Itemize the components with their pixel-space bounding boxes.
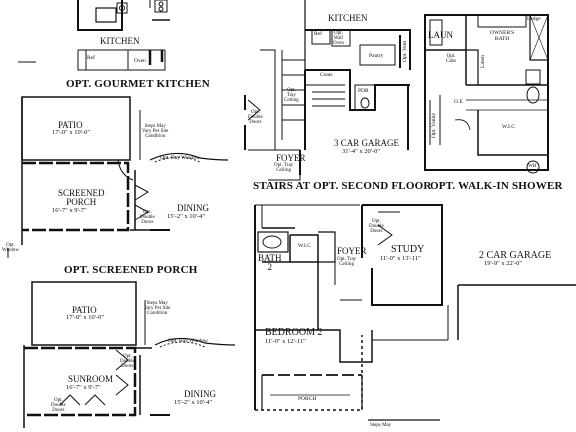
mp-study-label: STUDY [391, 244, 425, 255]
sp-porch-label: SCREENED PORCH [58, 188, 105, 207]
sp-dining-label: DINING [177, 203, 209, 213]
ws-vanity-label: Opt. Vanity [431, 112, 437, 138]
sr-double-doors-left: Opt. Double Doors [51, 398, 66, 413]
caption-screened-porch: OPT. SCREENED PORCH [64, 264, 198, 276]
sr-dining-dim: 15'-2" x 10'-4" [174, 399, 212, 406]
walk-in-shower-plan [424, 14, 549, 174]
sr-bay-window-label: Opt. Bay Window [168, 338, 208, 344]
ws-wic-label: W.I.C [502, 124, 515, 130]
sr-patio-label: PATIO [72, 305, 97, 315]
mp-foyer-tray-label: Opt. Tray Ceiling [337, 257, 357, 267]
ws-cabs-label: Opt. Cabs [446, 54, 456, 64]
gk-kitchen-label: KITCHEN [100, 36, 140, 46]
sp-steps-note: Steps May Vary Per Site Condition [142, 124, 169, 139]
st-coats-label: Coats [320, 72, 333, 78]
mp-steps-note: Steps May [370, 423, 392, 428]
sp-window-label: Opt. Window [2, 243, 20, 253]
sp-patio-dim: 17'-0" x 10'-0" [52, 129, 90, 136]
sr-sunroom-dim: 16'-7" x 9'-7" [66, 384, 101, 391]
sp-porch-dim: 16'-7" x 9'-7" [52, 207, 87, 214]
st-garage-label: 3 CAR GARAGE [334, 138, 400, 148]
ws-oe-label: O.E [454, 99, 463, 105]
main-plan [254, 204, 576, 421]
gourmet-kitchen-plan [18, 0, 170, 71]
mp-bath-label: BATH 2 [258, 253, 282, 272]
sp-patio-label: PATIO [58, 120, 83, 130]
st-wall-oven-label: Opt. Wall Oven [333, 31, 344, 46]
st-pantry-label: Pantry [369, 53, 384, 59]
sr-double-doors-right: Opt. Double Doors [120, 354, 135, 369]
sp-bay-window-label: Opt. Bay Window [160, 155, 200, 161]
caption-gourmet-kitchen: OPT. GOURMET KITCHEN [66, 78, 210, 90]
st-tray-ceiling-label: Opt. Tray Ceiling [284, 88, 299, 103]
st-pdr-label: PDR [358, 88, 369, 94]
mp-wic-label: W.I.C [298, 243, 311, 249]
st-garage-dim: 31'-4" x 20'-0" [342, 148, 380, 155]
sr-patio-dim: 17'-0" x 10'-0" [66, 314, 104, 321]
st-double-doors-label: Opt. Double Doors [248, 110, 263, 125]
gk-oven-label: Oven [134, 58, 146, 64]
gk-ref-label: Ref [87, 55, 95, 61]
ws-linen-label: Linen [480, 55, 486, 68]
screened-porch-plan [7, 96, 229, 258]
sp-double-doors-label: Opt. Double Doors [140, 210, 155, 225]
ws-laun-label: LAUN [428, 30, 453, 40]
sp-dining-dim: 15'-2" x 10'-4" [167, 213, 205, 220]
sr-sunroom-label: SUNROOM [68, 374, 114, 384]
mp-porch-label: PORCH [298, 396, 317, 402]
st-kitchen-label: KITCHEN [328, 13, 368, 23]
caption-walk-in-shower: OPT. WALK-IN SHOWER [430, 180, 563, 192]
st-vent-label: Opt. Vent [402, 41, 408, 62]
sunroom-plan [23, 281, 236, 428]
mp-garage-dim: 19'-9" x 22'-0" [484, 260, 522, 267]
mp-bedroom-dim: 11'-0" x 12'-11" [265, 338, 306, 345]
stairs-plan [244, 0, 411, 181]
sr-steps-note: Steps May Vary Per Site Condition [144, 301, 171, 316]
ws-wh-label: WH [528, 164, 537, 169]
caption-stairs-second-floor: STAIRS AT OPT. SECOND FLOOR [253, 180, 432, 192]
sr-dining-label: DINING [184, 389, 216, 399]
mp-bedroom-label: BEDROOM 2 [265, 327, 323, 338]
mp-double-doors-label: Opt. Double Doors [369, 219, 384, 234]
st-foyer-label: FOYER [276, 153, 306, 163]
st-foyer-tray-label: Opt. Tray Ceiling [274, 163, 294, 173]
ws-ledge-label: Ledge [527, 16, 541, 22]
st-ref-label: Ref [314, 31, 322, 37]
mp-study-dim: 11'-0" x 13'-11" [380, 255, 421, 262]
mp-foyer-label: FOYER [337, 246, 367, 256]
mp-garage-label: 2 CAR GARAGE [479, 250, 552, 261]
ws-owners-bath-label: OWNER'S BATH [490, 30, 515, 42]
